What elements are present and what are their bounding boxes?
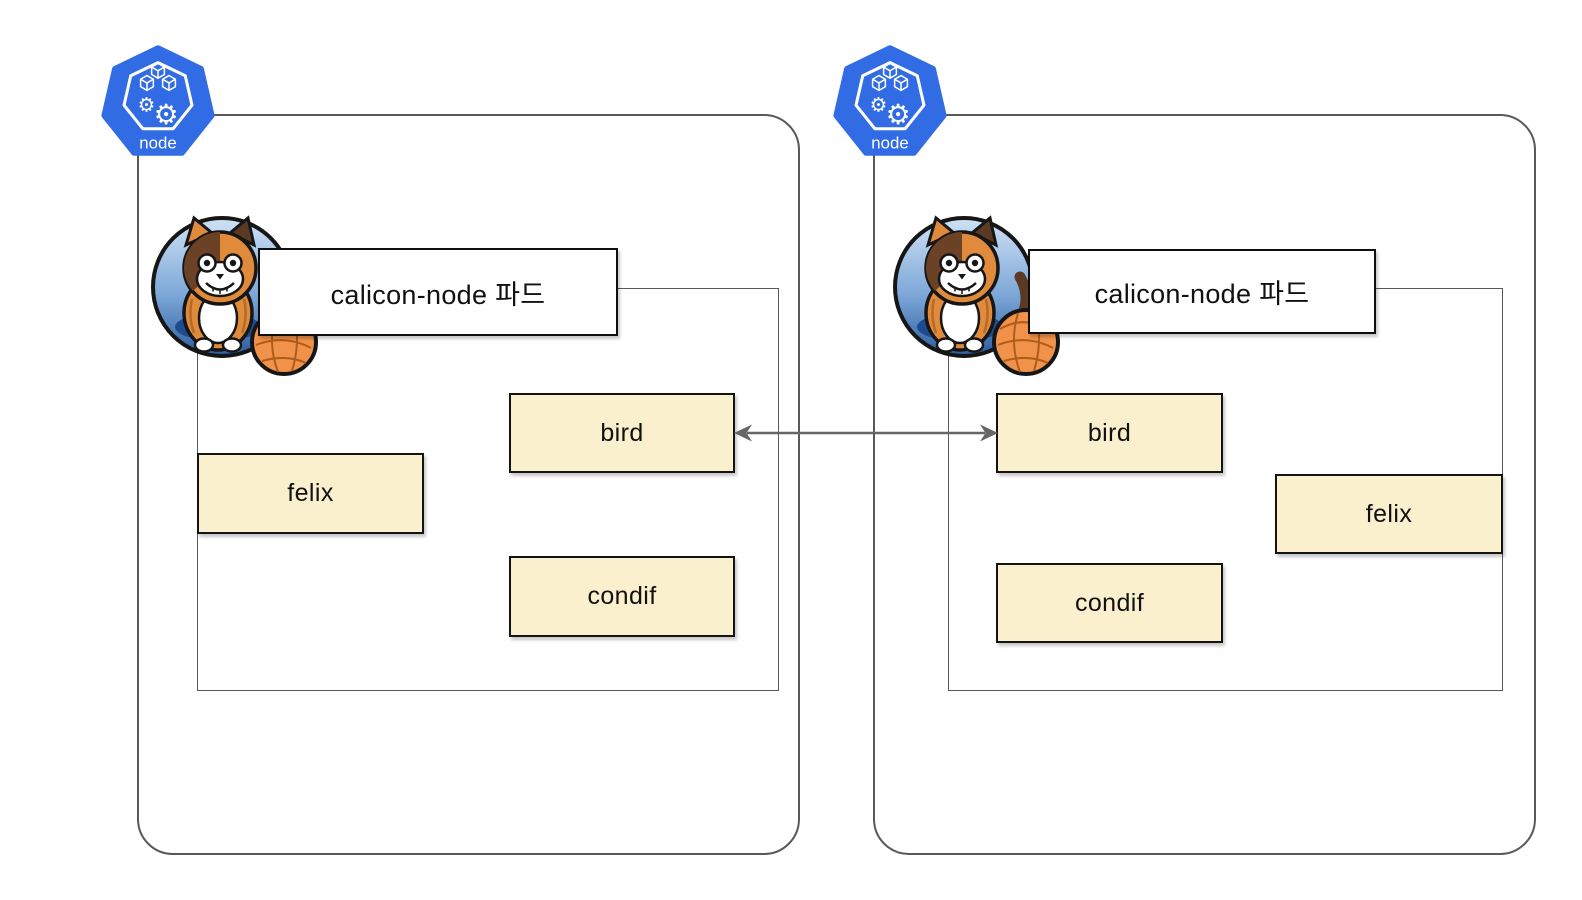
arrowhead-left-icon — [734, 424, 752, 442]
gear-icon: ⚙ — [138, 93, 156, 116]
bird-peering-arrow — [734, 424, 998, 442]
node-icon-label: node — [871, 134, 908, 153]
cubes-icon — [139, 62, 177, 92]
component-label: condif — [587, 582, 657, 610]
component-felix: felix — [197, 453, 424, 534]
component-felix: felix — [1275, 474, 1503, 554]
node-icon-label: node — [139, 134, 176, 153]
component-label: felix — [1365, 499, 1413, 528]
pod-label: calicon-node 파드 — [1094, 279, 1310, 309]
gear-icon: ⚙ — [870, 93, 888, 116]
node-box-right — [873, 114, 1536, 855]
component-condif: condif — [996, 563, 1223, 643]
component-label: condif — [1074, 588, 1145, 617]
component-label: bird — [1087, 418, 1132, 447]
component-bird: bird — [996, 393, 1223, 473]
gear-icon: ⚙ — [886, 98, 911, 131]
component-bird: bird — [509, 393, 735, 473]
cubes-icon — [871, 62, 909, 92]
kubernetes-node-icon: ⚙ ⚙ node — [101, 45, 215, 156]
pod-label: calicon-node 파드 — [330, 279, 546, 310]
pod-label-box: calicon-node 파드 — [1028, 249, 1376, 334]
pod-label-box: calicon-node 파드 — [258, 248, 618, 336]
component-label: felix — [287, 479, 334, 507]
kubernetes-node-icon: ⚙ ⚙ node — [833, 45, 947, 156]
arrowhead-right-icon — [980, 424, 998, 442]
component-label: bird — [600, 418, 644, 447]
node-box-left — [137, 114, 800, 855]
gear-icon: ⚙ — [154, 98, 179, 131]
component-condif: condif — [509, 556, 735, 637]
